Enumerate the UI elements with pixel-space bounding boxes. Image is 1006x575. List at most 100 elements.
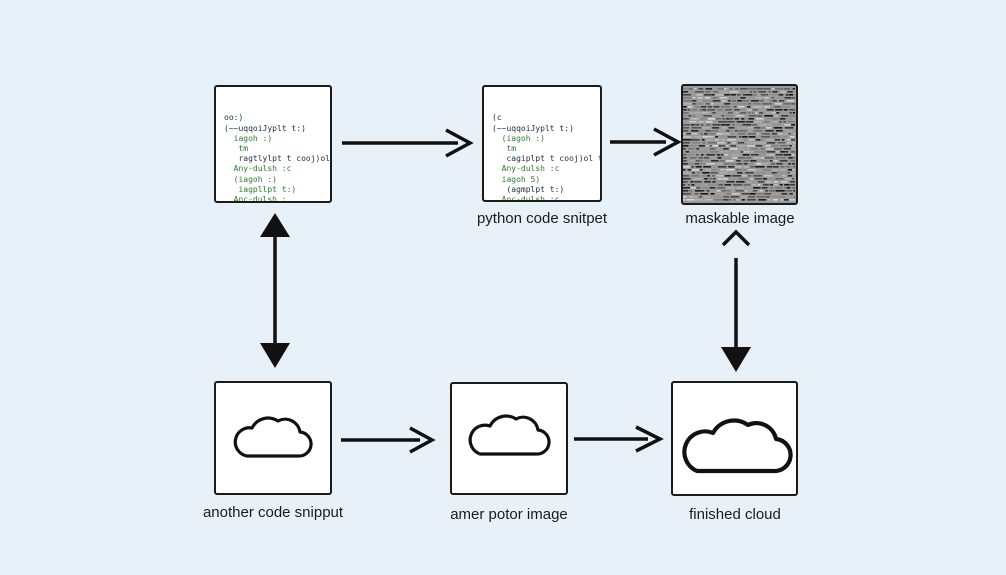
noise-mark [791, 103, 795, 105]
noise-mark [753, 175, 762, 177]
noise-mark [743, 139, 747, 141]
noise-mark [701, 154, 704, 156]
noise-mark [683, 175, 690, 177]
noise-mark [761, 142, 766, 144]
noise-mark [753, 130, 763, 132]
noise-mark [712, 181, 716, 183]
noise-mark [747, 175, 752, 177]
noise-mark [709, 151, 719, 153]
noise-mark [724, 154, 729, 156]
noise-mark [774, 139, 780, 141]
noise-mark [746, 109, 753, 111]
noise-mark [683, 160, 687, 162]
cloud-box-amer-potor-image [450, 382, 568, 495]
noise-mark [709, 187, 716, 189]
noise-mark [688, 145, 697, 147]
noise-mark [779, 100, 785, 102]
noise-mark [755, 166, 765, 168]
noise-mark [759, 124, 767, 126]
noise-mark [715, 118, 721, 120]
noise-mark [743, 160, 749, 162]
code-line: iagpllpt t:) [224, 184, 297, 194]
noise-mark [694, 136, 702, 138]
noise-mark [721, 124, 730, 126]
noise-mark [731, 142, 736, 144]
noise-mark [736, 139, 744, 141]
noise-mark [734, 109, 740, 111]
noise-mark [769, 190, 776, 192]
noise-mark [762, 151, 766, 153]
noise-mark [700, 163, 706, 165]
noise-mark [785, 178, 792, 180]
noise-mark [792, 118, 795, 120]
noise-mark [789, 145, 792, 147]
noise-mark [785, 190, 793, 192]
noise-mark [683, 169, 686, 171]
noise-mark [755, 139, 761, 141]
noise-mark [748, 103, 751, 105]
noise-mark [752, 109, 758, 111]
noise-mark [741, 199, 745, 201]
noise-mark [761, 187, 768, 189]
noise-mark [712, 196, 721, 198]
noise-mark [696, 184, 704, 186]
noise-mark [776, 151, 780, 153]
noise-mark [722, 199, 729, 201]
noise-mark [754, 151, 762, 153]
noise-mark [716, 175, 724, 177]
noise-mark [785, 196, 794, 198]
noise-mark [726, 169, 735, 171]
noise-mark [787, 91, 793, 93]
noise-mark [770, 187, 773, 189]
noise-mark [756, 172, 760, 174]
noise-mark [745, 94, 753, 96]
noise-mark [750, 160, 757, 162]
noise-mark [731, 190, 736, 192]
noise-mark [689, 196, 694, 198]
noise-mark [708, 136, 714, 138]
noise-mark [705, 88, 713, 90]
noise-mark [702, 142, 706, 144]
noise-mark [691, 124, 695, 126]
noise-mark [687, 154, 695, 156]
noise-mark [781, 193, 788, 195]
amer-potor-image-label: amer potor image [450, 506, 568, 523]
noise-mark [721, 106, 728, 108]
noise-mark [683, 154, 687, 156]
noise-mark [743, 94, 746, 96]
noise-mark [725, 109, 732, 111]
noise-mark [738, 133, 746, 135]
noise-mark [726, 187, 735, 189]
noise-mark [691, 109, 698, 111]
noise-mark [719, 91, 723, 93]
noise-mark [751, 112, 755, 114]
noise-mark [761, 136, 770, 138]
noise-mark [723, 196, 730, 198]
noise-mark [699, 130, 704, 132]
noise-mark [683, 121, 688, 123]
code-line: Anc-dulsh : [224, 195, 287, 203]
maskable-image-noise [683, 88, 795, 201]
noise-mark [772, 100, 777, 102]
noise-mark [719, 172, 725, 174]
noise-mark [728, 100, 731, 102]
noise-mark [740, 88, 747, 90]
noise-mark [704, 133, 708, 135]
noise-mark [725, 118, 730, 120]
noise-mark [721, 139, 726, 141]
noise-mark [738, 145, 745, 147]
noise-mark [769, 100, 772, 102]
noise-mark [696, 94, 704, 96]
noise-mark [698, 127, 702, 129]
noise-mark [729, 91, 739, 93]
noise-mark [727, 112, 733, 114]
noise-mark [716, 190, 721, 192]
noise-mark [704, 199, 713, 201]
noise-mark [749, 91, 752, 93]
noise-mark [727, 136, 737, 138]
noise-mark [733, 184, 742, 186]
noise-mark [705, 91, 711, 93]
noise-mark [780, 160, 788, 162]
noise-mark [759, 112, 763, 114]
noise-mark [784, 127, 794, 129]
